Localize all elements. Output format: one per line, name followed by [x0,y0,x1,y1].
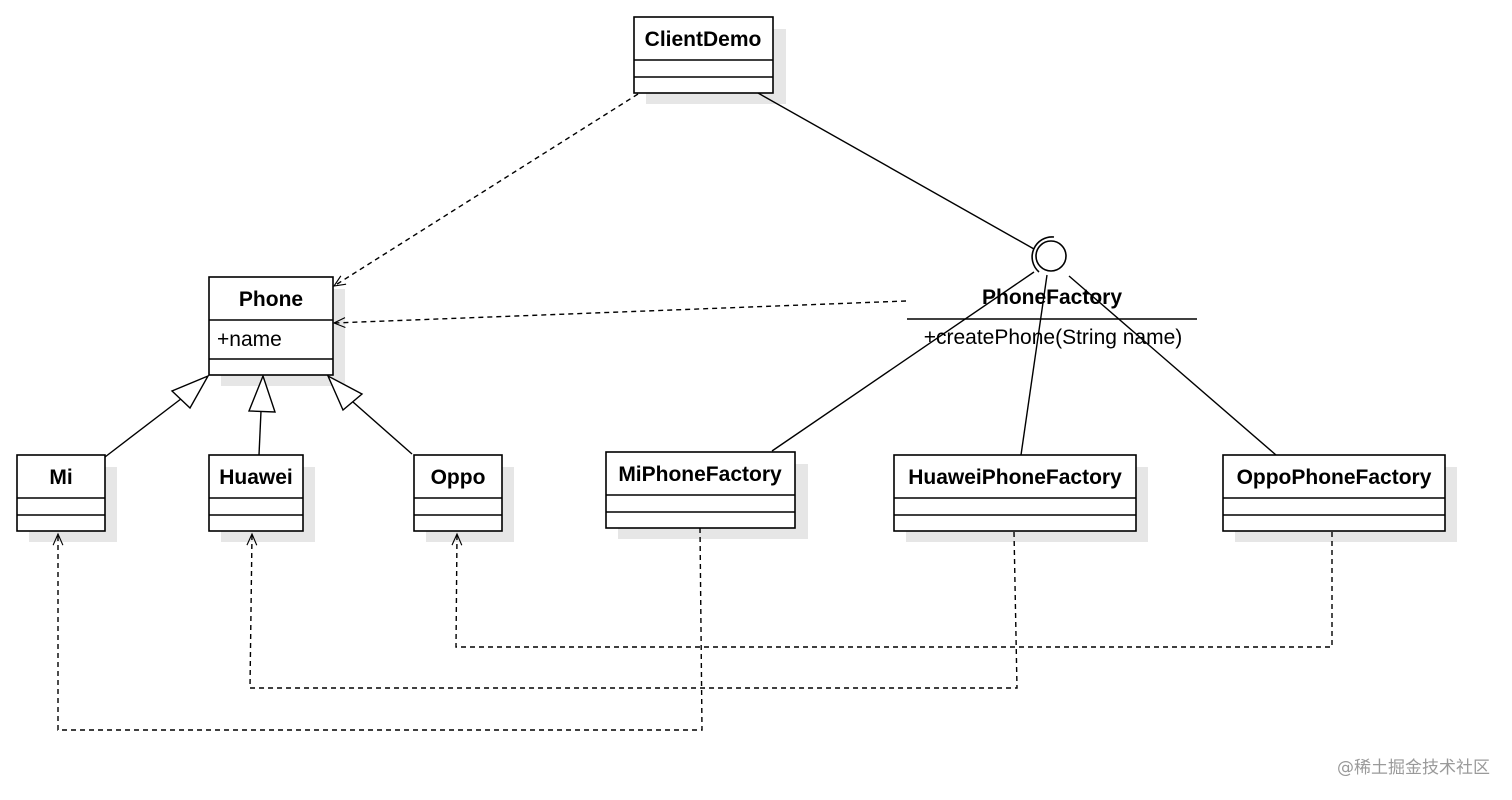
class-miphonefactory[interactable]: MiPhoneFactory [605,451,796,529]
realization-oppophonefactory [1068,275,1277,456]
class-name: OppoPhoneFactory [1237,466,1432,489]
interface-name: PhoneFactory [982,286,1122,309]
class-name: MiPhoneFactory [618,463,782,486]
interface-method: +createPhone(String name) [924,326,1183,349]
class-name: ClientDemo [645,28,762,51]
interface-socket-icon [1031,236,1055,273]
class-huaweiphonefactory[interactable]: HuaweiPhoneFactory [893,454,1137,532]
class-oppo[interactable]: Oppo [413,454,503,532]
association-clientdemo-phonefactory [757,92,1035,250]
realization-huaweiphonefactory [1020,274,1048,456]
dependency-clientdemo-phone [332,93,639,287]
generalizations [104,373,413,458]
class-name: Oppo [431,466,486,489]
class-attribute: +name [217,328,282,351]
interface-circle-icon [1035,240,1067,272]
phonefactory-interface[interactable]: PhoneFactory +createPhone(String name) [907,236,1197,349]
class-huawei[interactable]: Huawei [208,454,304,532]
class-mi[interactable]: Mi [16,454,106,532]
class-name: Mi [49,466,72,489]
class-oppophonefactory[interactable]: OppoPhoneFactory [1222,454,1446,532]
dependency-oppophonefactory-oppo [451,532,1333,648]
dependency-huaweiphonefactory-huawei [246,531,1018,689]
realization-miphonefactory [771,271,1035,452]
class-clientdemo[interactable]: ClientDemo [633,16,774,94]
class-phone[interactable]: Phone +name [208,276,334,376]
dependency-miphonefactory-mi [52,527,703,731]
watermark: @稀土掘金技术社区 [1337,758,1490,778]
class-name: HuaweiPhoneFactory [908,466,1122,489]
creation-dependencies [52,527,1333,731]
class-name: Phone [239,288,303,311]
class-name: Huawei [219,466,293,489]
dependency-phonefactory-phone [332,300,907,328]
